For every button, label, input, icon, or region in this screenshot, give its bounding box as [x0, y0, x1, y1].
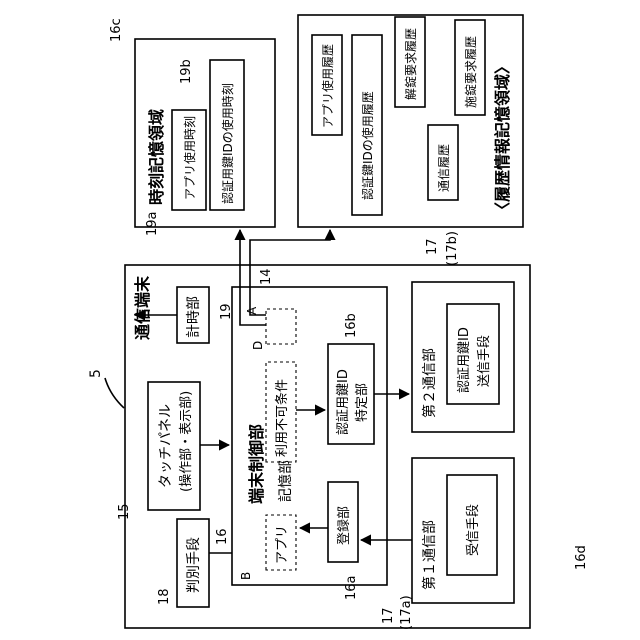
key-identify-label-1: 認証用鍵ID: [335, 369, 351, 435]
key-identify-label-2: 特定部: [355, 383, 370, 422]
time-ref-b: 19b: [179, 59, 194, 84]
time-storage-ref: 16c: [109, 18, 124, 42]
app-label: アプリ: [275, 525, 290, 564]
ref-a: A: [245, 306, 259, 315]
judge-label: 判別手段: [186, 537, 202, 593]
terminal-ref: 5: [88, 369, 104, 378]
touch-panel-ref: 15: [117, 503, 132, 520]
comm2-inner-2: 送信手段: [477, 335, 492, 387]
terminal-title: 通信端末: [133, 275, 152, 340]
ref-d: D: [251, 341, 265, 350]
register-label: 登録部: [337, 506, 352, 545]
comm2-title: 第２通信部: [421, 348, 438, 418]
comm2-inner-1: 認証用鍵ID: [456, 327, 472, 393]
condition-label: 利用不可条件: [274, 379, 290, 457]
comm2-ref-sub: (17b): [445, 231, 460, 266]
register-ref: 16a: [344, 575, 359, 600]
clock-label: 計時部: [186, 296, 202, 338]
history-item-1-label: アプリ使用履歴: [320, 44, 335, 128]
time-item-b-label: 認証用鍵IDの使用時刻: [220, 83, 235, 204]
touch-panel-label-2: (操作部・表示部): [178, 391, 194, 492]
time-storage-title: 時刻記憶領域: [147, 109, 166, 205]
time-item-a-label: アプリ使用時刻: [182, 116, 197, 200]
control-title: 端末制御部: [247, 424, 266, 504]
comm1-title: 第１通信部: [421, 520, 438, 590]
comm1-ref-sub: (17a): [399, 595, 414, 630]
memory-label: 記憶部: [277, 460, 294, 502]
comm1-inner-label: 受信手段: [466, 504, 481, 556]
control-ref: 14: [259, 268, 274, 285]
judge-ref: 18: [157, 588, 172, 605]
touch-panel-label-1: タッチパネル: [158, 404, 174, 488]
history-item-3-label: 解錠要求履歴: [403, 28, 418, 100]
terminal-ref-leader: [105, 378, 124, 408]
comm2-ref: 17: [425, 238, 440, 255]
history-storage-title: 〈履歴情報記憶領域〉: [493, 58, 512, 218]
history-item-4-label: 通信履歴: [437, 144, 451, 192]
ref-b: B: [239, 572, 253, 580]
memory-ref: 16: [215, 528, 230, 545]
history-item-2-label: 認証鍵IDの使用履歴: [360, 91, 375, 200]
history-item-5-label: 施錠要求履歴: [463, 36, 478, 108]
time-ref-a: 19a: [145, 211, 160, 236]
history-storage-ref: 16d: [574, 545, 589, 570]
key-identify-ref: 16b: [344, 313, 359, 338]
comm1-ref: 17: [381, 607, 396, 624]
